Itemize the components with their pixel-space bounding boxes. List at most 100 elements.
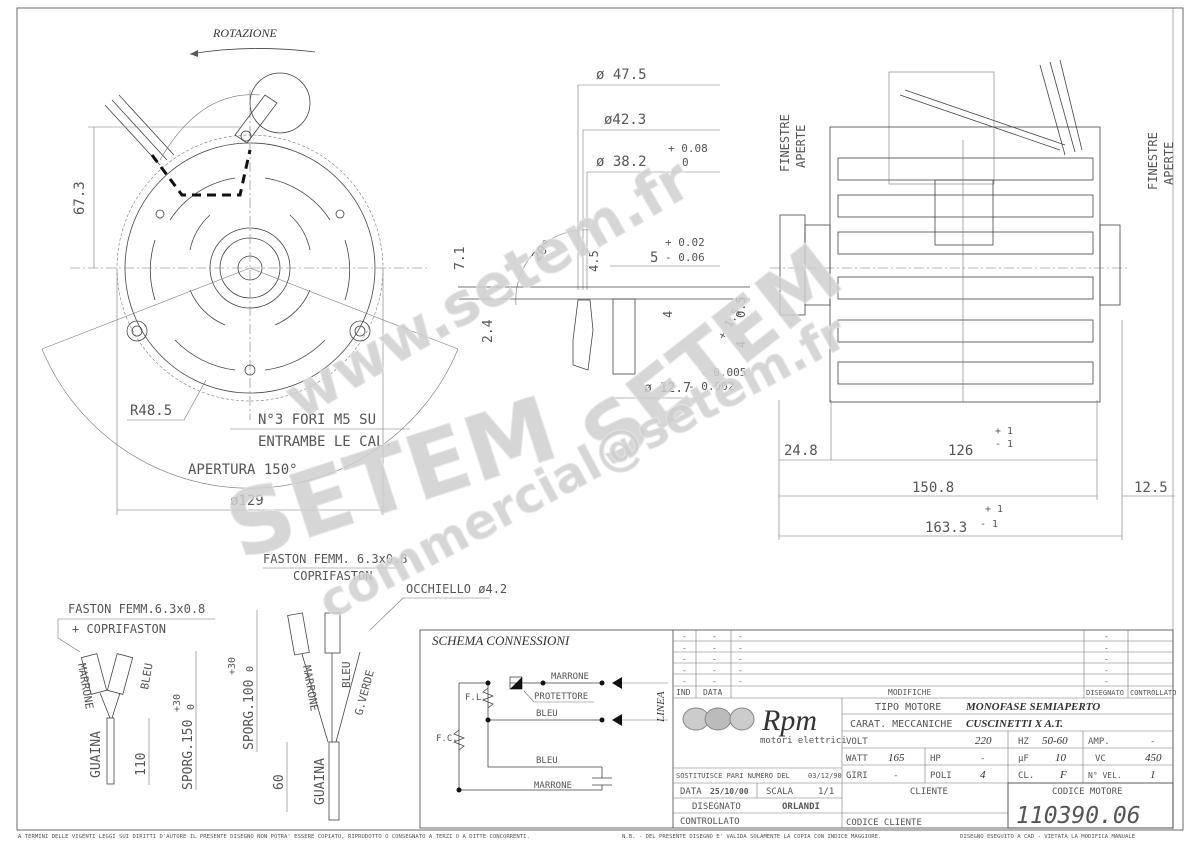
tolerance-plus: + 1 <box>995 426 1013 437</box>
tolerance-minus: - 0.002 <box>688 380 734 393</box>
amp-value: - <box>1150 737 1155 747</box>
modification-cell: - <box>738 643 743 652</box>
sheath-label: GUAINA <box>313 758 328 805</box>
tolerance-plus: +30 <box>172 694 183 712</box>
dim-d42-3: ø42.3 <box>604 112 646 128</box>
modification-cell: - <box>1104 643 1109 652</box>
modification-cell: - <box>712 677 717 686</box>
cover-label: COPRIFASTON <box>293 569 372 583</box>
dim-163-3: 163.3 <box>925 520 967 536</box>
vel-value: 1 <box>1150 769 1156 781</box>
wire-blue-label: BLEU <box>340 662 353 689</box>
tipo-motore-label: TIPO MOTORE <box>875 702 941 713</box>
dim-110: 110 <box>134 753 149 776</box>
client-code-label: CODICE CLIENTE <box>846 818 922 828</box>
amp-label: AMP. <box>1088 737 1110 747</box>
tolerance-minus: 0 <box>245 666 256 672</box>
dim-4b: 4 <box>734 341 748 348</box>
wire-blue-label: BLEU <box>138 662 155 690</box>
vc-value: 450 <box>1145 752 1162 764</box>
vc-label: VC <box>1095 754 1106 764</box>
motor-code-value: 110390.06 <box>1016 803 1141 829</box>
faston-label: FASTON FEMM.6.3x0.8 <box>68 602 205 616</box>
dim-150-8: 150.8 <box>912 480 954 496</box>
dim-12-5: 12.5 <box>1134 480 1168 496</box>
modification-cell: - <box>712 643 717 652</box>
motor-code-label: CODICE MOTORE <box>1052 787 1122 797</box>
replaces-date: 03/12/90 <box>808 772 842 780</box>
cl-label: CL. <box>1018 771 1034 781</box>
wire-brown-label: MARRONE <box>75 662 96 710</box>
giri-label: GIRI <box>846 771 868 781</box>
schema-title: SCHEMA CONNESSIONI <box>432 633 570 648</box>
modification-cell: - <box>682 666 687 675</box>
scale-label: SCALA <box>766 787 794 797</box>
rpm-logo: Rpm motori elettrici <box>682 704 847 746</box>
title-block: SCHEMA CONNESSIONI MARRONE PROTETTORE BL… <box>419 629 1176 829</box>
volt-label: VOLT <box>846 737 868 747</box>
watt-label: WATT <box>846 754 868 764</box>
tolerance-plus: - 0.005 <box>700 366 746 379</box>
dim-0-5: 0.5 <box>734 296 748 318</box>
wire-brown-label: MARRONE <box>551 672 589 682</box>
fl-label: F.L. <box>465 693 487 703</box>
cad-note: DISEGNO ESEGUITO A CAD - VIETATA LA MODI… <box>960 834 1136 840</box>
protector-disc <box>249 72 311 134</box>
rotation-label: ROTAZIONE <box>212 26 277 40</box>
modification-cell: - <box>682 632 687 641</box>
tolerance-minus: - 1 <box>980 519 998 530</box>
date-value: 25/10/00 <box>710 787 749 796</box>
dim-60: 60 <box>272 774 287 790</box>
modification-cell: - <box>1104 677 1109 686</box>
poli-label: POLI <box>930 771 952 781</box>
leads-detail-3wire: FASTON FEMM. 6.3x0.8 COPRIFASTON OCCHIEL… <box>227 552 507 821</box>
modification-cell: - <box>712 655 717 664</box>
modification-cell: - <box>712 666 717 675</box>
hp-label: HP <box>930 754 941 764</box>
carat-label: CARAT. MECCANICHE <box>850 719 952 730</box>
opening-angle-label: APERTURA 150° <box>188 462 298 478</box>
protector-label: PROTETTORE <box>534 692 588 702</box>
watermarks: www.setem.fr SETEM SETEM commercial@sete… <box>214 144 860 631</box>
header-controllato: CONTROLLATO <box>1130 689 1176 697</box>
date-label: DATA <box>680 787 702 797</box>
dim-5: 5 <box>650 250 658 266</box>
tolerance-plus: + 1 <box>985 504 1003 515</box>
dim-24-8: 24.8 <box>784 443 818 459</box>
modification-cell: - <box>1104 655 1109 664</box>
dim-4: 4 <box>661 311 675 318</box>
dim-7-1: 7.1 <box>453 247 468 270</box>
modification-cell: - <box>738 666 743 675</box>
leads-detail-2wire: FASTON FEMM.6.3x0.8 + COPRIFASTON MARRON… <box>57 602 215 790</box>
line-label: LINEA <box>655 691 667 723</box>
cl-value: F <box>1059 769 1067 781</box>
cover-label: + COPRIFASTON <box>72 622 166 636</box>
windows-label-left: FINESTRE <box>778 114 792 172</box>
wire-brown-label: MARRONE <box>300 664 321 712</box>
protrusion-150: SPORG.150 <box>181 720 196 790</box>
modification-cell: - <box>1104 666 1109 675</box>
wire-blue-label: BLEU <box>536 709 558 719</box>
poli-value: 4 <box>980 769 986 781</box>
modification-cell: - <box>738 632 743 641</box>
windows-label-left-2: APERTE <box>794 125 808 168</box>
tolerance-minus: 0 <box>186 704 197 710</box>
wire-brown-label: MARRONE <box>534 781 572 791</box>
copyright-note: A TERMINI DELLE VIGENTI LEGGI SUI DIRITT… <box>18 834 530 840</box>
rotation-arrow-icon <box>189 48 316 55</box>
vel-label: N° VEL. <box>1088 771 1122 780</box>
checked-by-label: CONTROLLATO <box>680 817 740 827</box>
header-modifiche: MODIFICHE <box>888 688 932 697</box>
brand-subtitle: motori elettrici <box>760 736 847 746</box>
tolerance-plus: +30 <box>227 657 238 675</box>
scale-value: 1/1 <box>818 787 834 797</box>
connection-schema: SCHEMA CONNESSIONI MARRONE PROTETTORE BL… <box>432 630 674 828</box>
capacitor-icon <box>592 767 612 790</box>
tolerance-minus: 0 <box>682 156 689 169</box>
volt-value: 220 <box>975 735 992 747</box>
modification-cell: - <box>738 677 743 686</box>
uf-value: 10 <box>1055 752 1067 764</box>
drawn-by-value: ORLANDI <box>782 802 820 812</box>
